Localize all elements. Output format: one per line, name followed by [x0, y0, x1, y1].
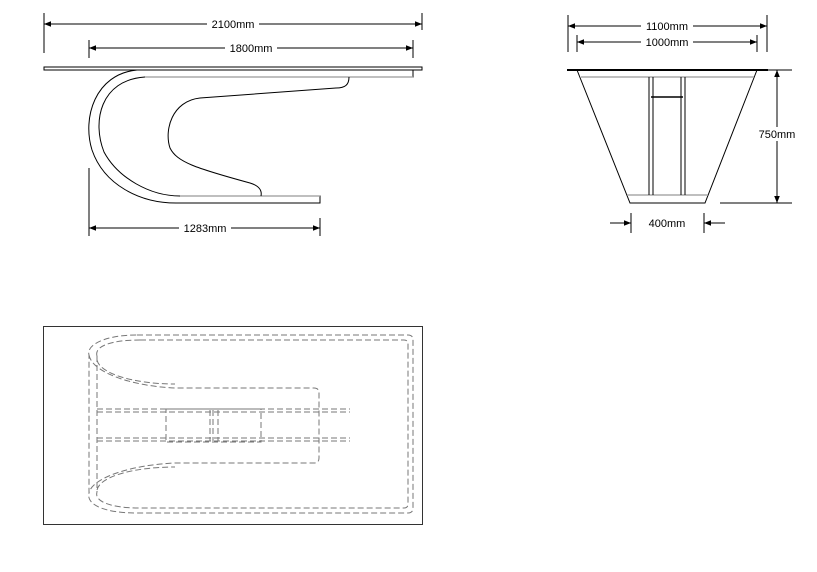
dimension-label: 750mm [759, 129, 796, 141]
dimension-label: 2100mm [212, 19, 255, 31]
dimension-label: 1000mm [646, 37, 689, 49]
dimension-1283: 1283mm [88, 168, 321, 236]
dimension-400: 400mm [610, 213, 725, 233]
dimension-label: 1800mm [230, 43, 273, 55]
dimension-label: 400mm [649, 218, 686, 230]
side-view: 1100mm 1000mm 750mm [567, 15, 799, 233]
dimension-label: 1100mm [646, 21, 688, 33]
table-top [43, 66, 423, 71]
hidden-base-outline [88, 334, 414, 514]
curved-base [88, 69, 414, 204]
dimension-1100: 1100mm [567, 15, 768, 52]
front-view: 2100mm 1800mm 1283mm [43, 13, 423, 236]
dimension-label: 1283mm [184, 223, 227, 235]
plan-view [43, 326, 423, 525]
dimension-1800: 1800mm [88, 40, 414, 58]
hidden-rails [97, 408, 350, 443]
side-table-body [567, 69, 768, 204]
dimension-1000: 1000mm [576, 35, 758, 52]
dimension-750: 750mm [720, 69, 799, 204]
dimension-2100: 2100mm [43, 13, 423, 53]
